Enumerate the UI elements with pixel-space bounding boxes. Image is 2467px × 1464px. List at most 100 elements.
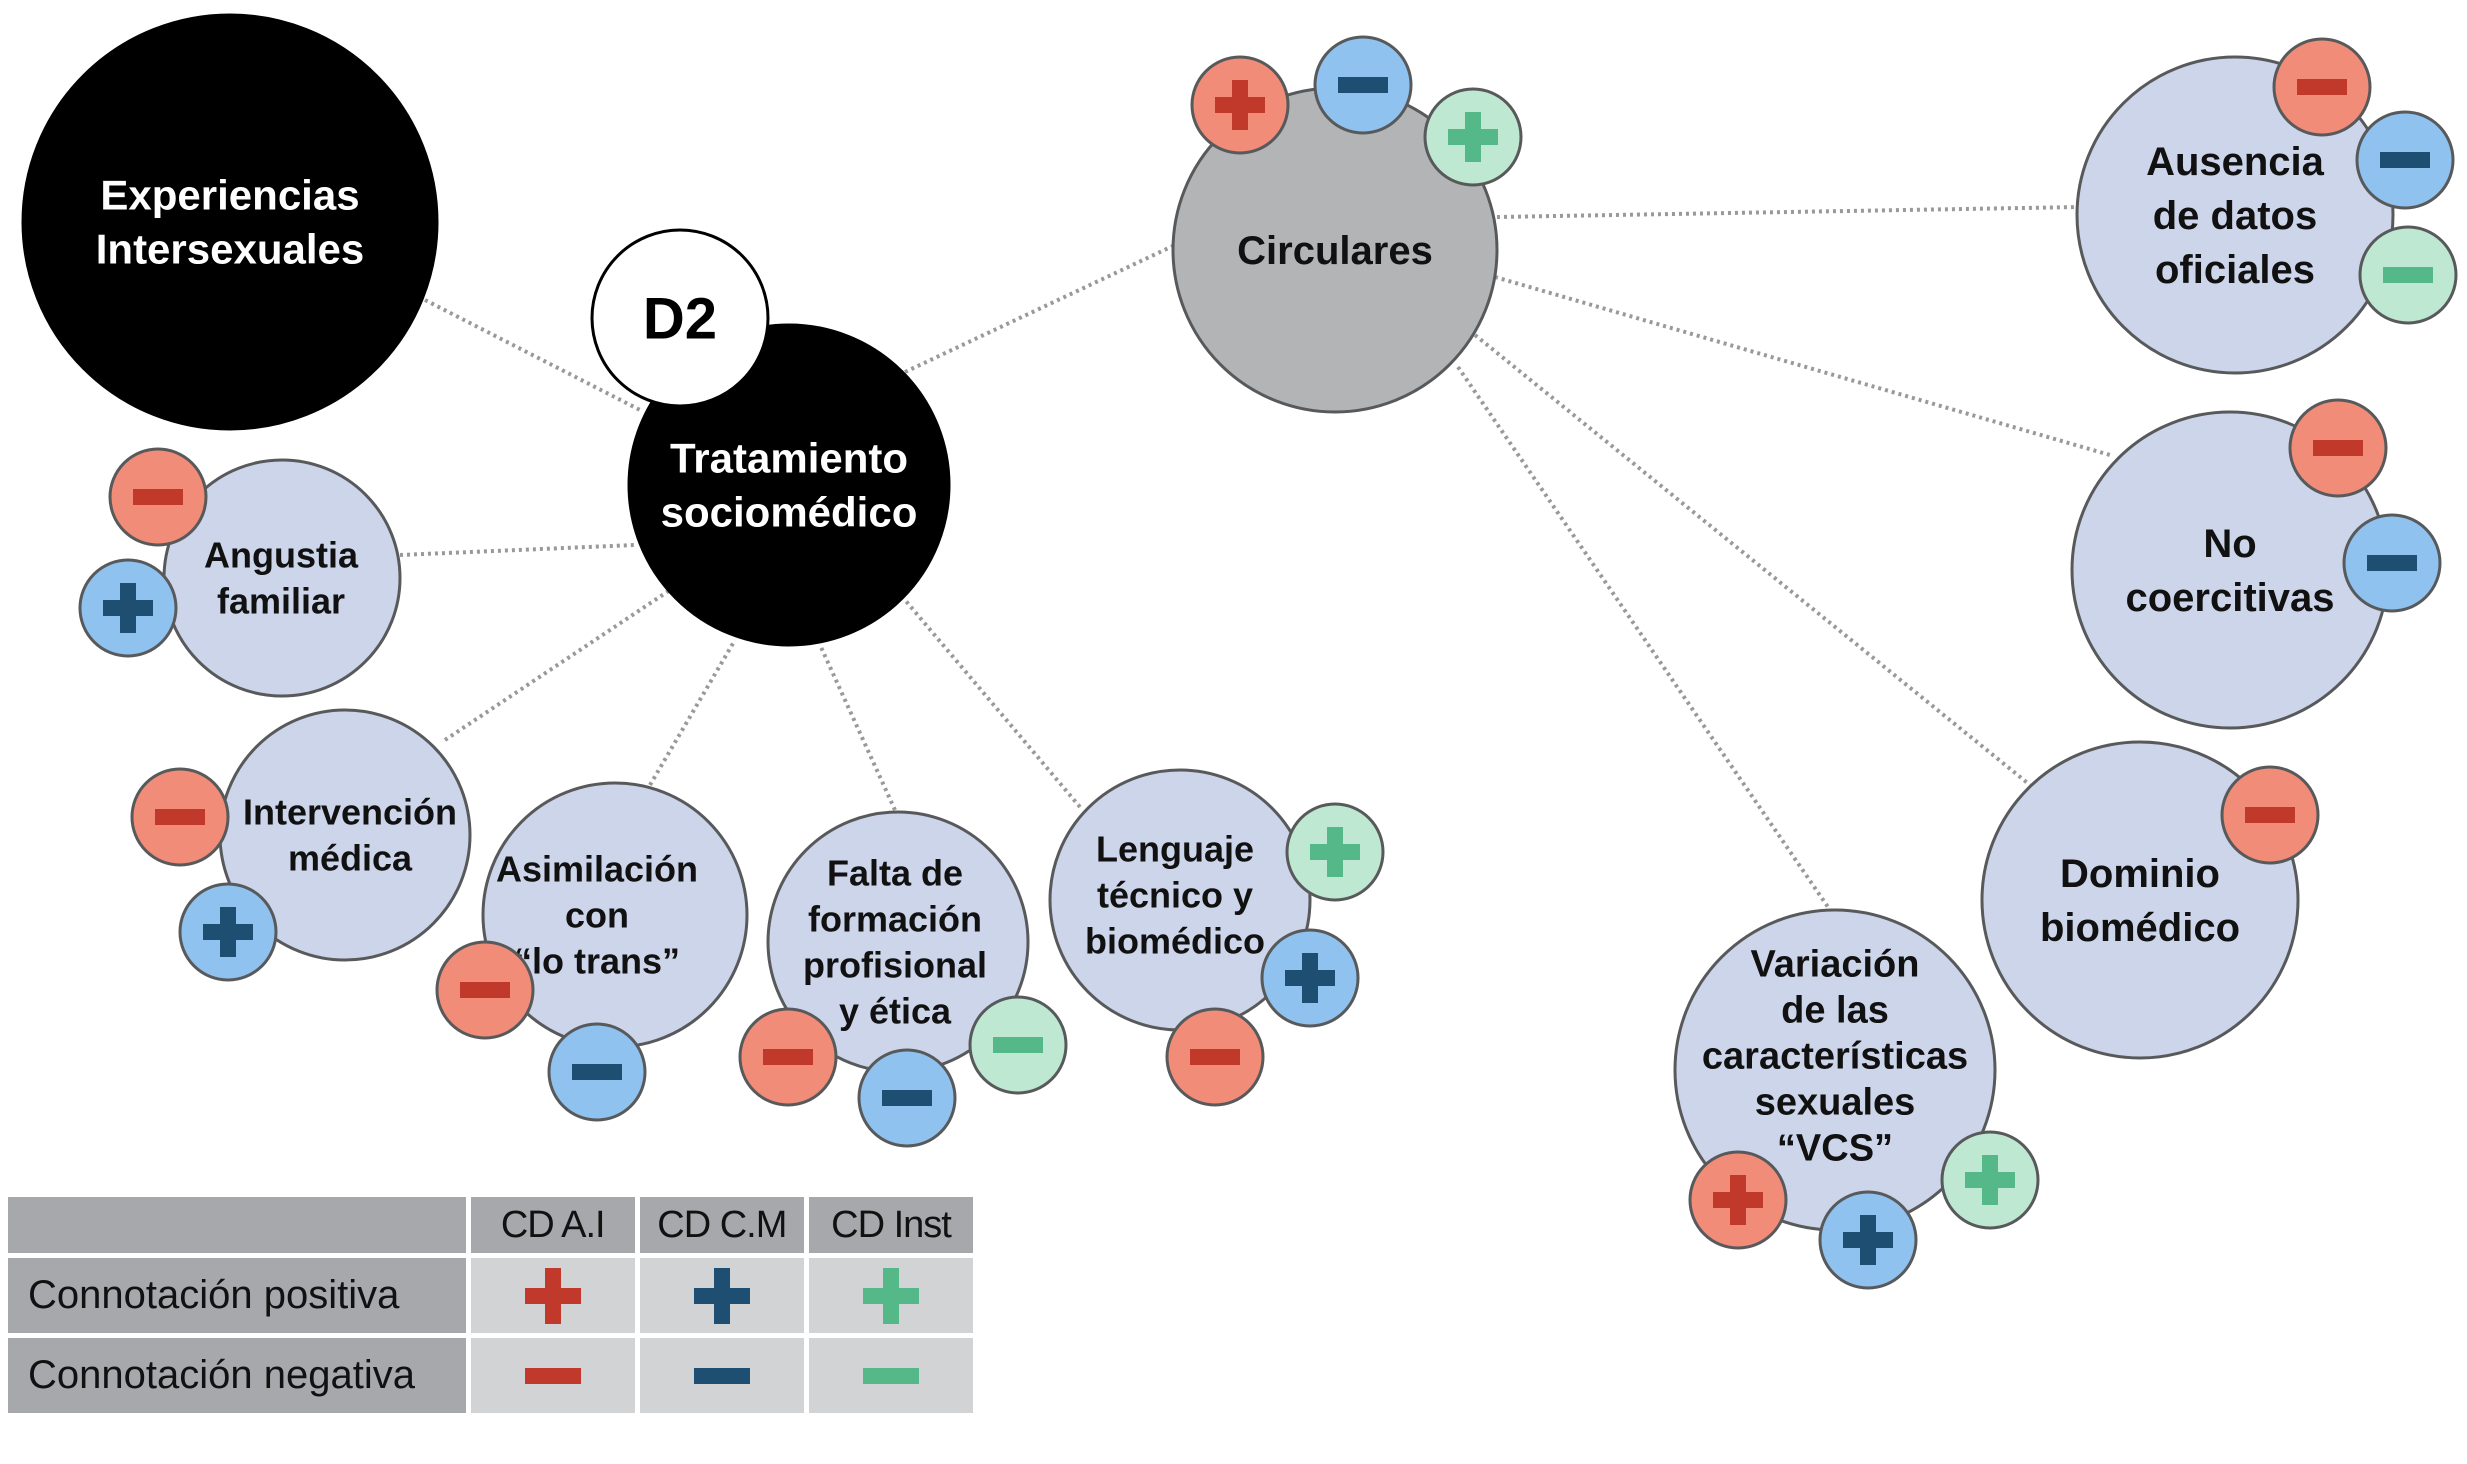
plus-icon: [1940, 1130, 2040, 1230]
node-circle: [627, 323, 951, 647]
minus-icon: [968, 995, 1068, 1095]
node-label-line: Tratamiento: [670, 435, 908, 482]
connector-line-falta: [818, 644, 897, 811]
connector-line-angustia: [399, 543, 636, 557]
node-label-line: Intervención: [243, 792, 457, 833]
minus-icon: [435, 940, 535, 1040]
plus-icon: [1260, 928, 1360, 1028]
minus-icon: [738, 1007, 838, 1107]
node-label-line: de las: [1781, 989, 1889, 1031]
node-circulares: Circulares: [1171, 35, 1523, 414]
minus-icon: [693, 1348, 750, 1404]
node-tratamiento: Tratamiento sociomédico: [627, 323, 951, 647]
legend-table: CD A.I CD C.M CD Inst Connotación positi…: [8, 1197, 978, 1457]
node-label-line: Lenguaje: [1096, 829, 1254, 870]
legend-col-cd-cm: CD C.M: [639, 1197, 805, 1253]
minus-icon: [2288, 398, 2388, 498]
node-label-line: Angustia: [204, 535, 359, 576]
node-asimilacion: Asimilación con “lo trans”: [435, 781, 749, 1122]
minus-icon: [2342, 513, 2442, 613]
node-label-line: características: [1702, 1035, 1968, 1077]
node-angustia: Angustia familiar: [78, 447, 402, 698]
node-label-line: con: [565, 895, 629, 936]
plus-icon: [1285, 802, 1385, 902]
node-d2: D2: [590, 228, 770, 408]
connector-lines: [399, 205, 2111, 912]
node-label-line: oficiales: [2155, 248, 2315, 292]
node-circle: [590, 228, 770, 408]
plus-icon: [1818, 1190, 1918, 1290]
node-label-line: Intersexuales: [96, 226, 365, 273]
node-label-line: técnico y: [1097, 875, 1253, 916]
connector-line-dominio: [1473, 333, 2032, 787]
node-circle: [21, 13, 439, 431]
node-intervencion: Intervención médica: [130, 708, 472, 982]
minus-icon: [1165, 1007, 1265, 1107]
node-no-coercitivas: No coercitivas: [2070, 398, 2442, 730]
legend-row-negative: Connotación negativa: [8, 1338, 466, 1413]
minus-icon: [524, 1348, 581, 1404]
plus-icon: [863, 1267, 920, 1324]
node-dominio: Dominio biomédico: [1980, 740, 2320, 1060]
connector-line-experiencias: [424, 298, 641, 412]
minus-icon: [547, 1022, 647, 1122]
node-label-line: formación: [808, 899, 982, 940]
connector-line-intervencion: [443, 588, 672, 742]
plus-icon: [1190, 55, 1290, 155]
node-circle: [2075, 55, 2395, 375]
plus-icon: [1423, 87, 1523, 187]
minus-icon: [2220, 765, 2320, 865]
connector-line-tratamiento: [904, 243, 1176, 374]
legend-col-cd-inst: CD Inst: [809, 1197, 973, 1253]
node-label-line: médica: [288, 838, 413, 879]
node-label-line: coercitivas: [2125, 576, 2334, 620]
node-label-line: sociomédico: [661, 489, 918, 536]
node-label-line: Falta de: [827, 853, 963, 894]
connector-line-no-coercitivas: [1494, 275, 2111, 457]
minus-icon: [130, 767, 230, 867]
legend-col-cd-ai: CD A.I: [470, 1197, 635, 1253]
legend-corner: [8, 1197, 466, 1253]
minus-icon: [2358, 225, 2458, 325]
minus-icon: [108, 447, 208, 547]
node-label-line: Circulares: [1237, 229, 1433, 273]
node-label-line: No: [2203, 522, 2256, 566]
plus-icon: [178, 882, 278, 982]
minus-icon: [2272, 37, 2372, 137]
node-label-line: Asimilación: [496, 849, 698, 890]
node-label-line: familiar: [217, 581, 345, 622]
connector-line-asimilacion: [648, 638, 737, 787]
node-label-line: biomédico: [2040, 906, 2240, 950]
plus-icon: [1688, 1150, 1788, 1250]
minus-icon: [863, 1348, 920, 1404]
node-label-line: sexuales: [1755, 1081, 1916, 1123]
connector-line-ausencia: [1496, 205, 2081, 219]
minus-icon: [2355, 110, 2455, 210]
node-circle: [1980, 740, 2300, 1060]
node-label-line: profisional: [803, 945, 987, 986]
plus-icon: [693, 1267, 750, 1324]
node-label-line: de datos: [2153, 194, 2317, 238]
node-label-line: y ética: [839, 991, 952, 1032]
node-falta: Falta de formación profisional y ética: [738, 810, 1068, 1148]
plus-icon: [78, 558, 178, 658]
node-label-line: biomédico: [1085, 921, 1265, 962]
node-label-line: D2: [643, 286, 717, 351]
node-label-line: Experiencias: [100, 172, 359, 219]
node-label-line: Dominio: [2060, 852, 2220, 896]
connector-line-lenguaje: [903, 598, 1082, 809]
connector-line-variacion: [1456, 365, 1832, 912]
minus-icon: [1313, 35, 1413, 135]
node-label-line: “VCS”: [1777, 1127, 1893, 1169]
node-label-line: “lo trans”: [514, 941, 680, 982]
node-label-line: Variación: [1751, 943, 1920, 985]
plus-icon: [524, 1267, 581, 1324]
minus-icon: [857, 1048, 957, 1148]
legend-row-positive: Connotación positiva: [8, 1258, 466, 1333]
node-lenguaje: Lenguaje técnico y biomédico: [1048, 768, 1385, 1107]
